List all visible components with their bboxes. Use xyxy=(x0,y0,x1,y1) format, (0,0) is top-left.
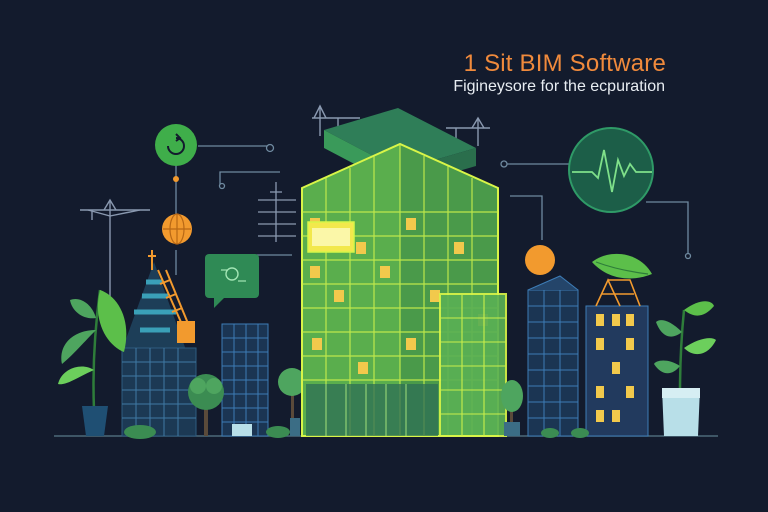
crane-top-left xyxy=(312,104,360,136)
page-title: 1 Sit BIM Software xyxy=(463,50,666,77)
building-center-left xyxy=(221,323,269,437)
building-right-lit xyxy=(585,253,652,437)
pyramid-building xyxy=(122,250,186,350)
heartbeat-icon xyxy=(568,127,654,213)
refresh-icon xyxy=(155,124,197,166)
tree-small-right xyxy=(501,380,523,436)
orange-dot xyxy=(173,176,179,182)
page-subtitle: Figineysore for the ecpuration xyxy=(453,78,665,95)
potted-plant-right xyxy=(654,301,716,436)
tree-small-left xyxy=(188,374,224,436)
chat-bubble-icon xyxy=(205,254,259,308)
main-building xyxy=(301,108,507,437)
crane-orange xyxy=(157,269,195,343)
building-left-blue xyxy=(121,347,197,437)
potted-plant-left xyxy=(58,289,127,436)
crane-mid xyxy=(258,182,296,242)
crane-left xyxy=(80,198,150,300)
building-right-blue xyxy=(527,275,579,437)
globe-icon xyxy=(162,213,192,245)
ground-shrubs xyxy=(124,418,589,439)
orange-node-right xyxy=(525,245,555,275)
tree-small-center xyxy=(278,368,306,420)
